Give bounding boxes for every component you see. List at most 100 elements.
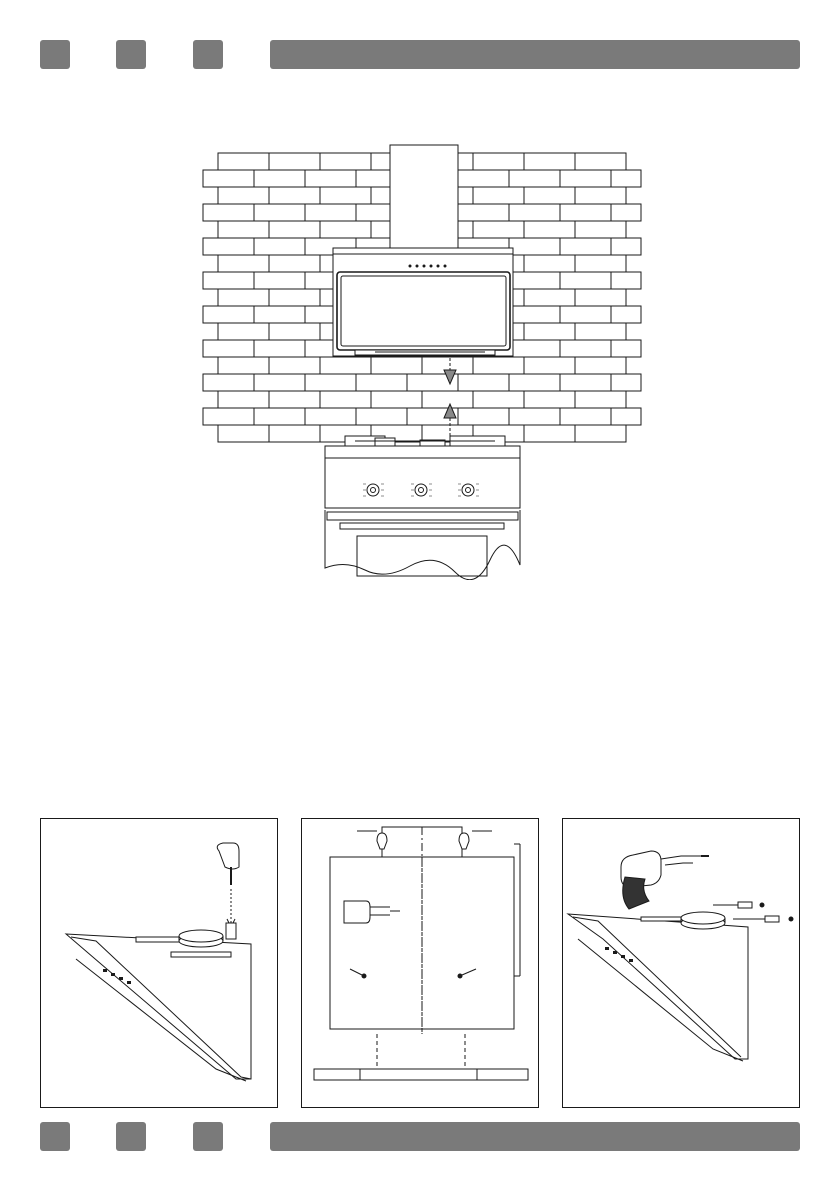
brick xyxy=(218,255,269,272)
brick xyxy=(320,357,371,374)
brick xyxy=(305,204,356,221)
brick xyxy=(356,408,407,425)
brick xyxy=(218,357,269,374)
brick xyxy=(524,221,575,238)
brick xyxy=(509,204,560,221)
brick xyxy=(218,289,269,306)
brick xyxy=(422,391,473,408)
brick xyxy=(473,221,524,238)
brick xyxy=(254,408,305,425)
brick xyxy=(611,408,641,425)
brick xyxy=(254,170,305,187)
brick xyxy=(371,391,422,408)
brick xyxy=(254,374,305,391)
brick xyxy=(269,221,320,238)
brick xyxy=(371,357,422,374)
brick xyxy=(218,187,269,204)
brick xyxy=(320,153,371,170)
brick xyxy=(509,306,560,323)
drilling-template-icon xyxy=(302,819,540,1109)
footer-title-bar xyxy=(270,1122,800,1151)
brick xyxy=(218,391,269,408)
brick xyxy=(254,204,305,221)
brick xyxy=(269,187,320,204)
brick xyxy=(575,255,626,272)
brick xyxy=(575,187,626,204)
brick xyxy=(509,272,560,289)
hood-installation-illustration xyxy=(195,140,645,580)
brick xyxy=(611,374,641,391)
brick xyxy=(575,289,626,306)
brick xyxy=(560,238,611,255)
brick xyxy=(611,170,641,187)
chimney-cover xyxy=(390,145,458,248)
footer-box-1 xyxy=(40,1122,70,1151)
brick xyxy=(458,374,509,391)
brick xyxy=(458,408,509,425)
brick xyxy=(524,289,575,306)
brick xyxy=(473,391,524,408)
brick xyxy=(560,340,611,357)
brick xyxy=(305,170,356,187)
brick xyxy=(458,204,509,221)
screw-fixing-icon xyxy=(41,819,279,1109)
brick xyxy=(203,204,254,221)
brick xyxy=(611,238,641,255)
brick xyxy=(524,357,575,374)
header-title-bar xyxy=(270,40,800,69)
brick xyxy=(254,340,305,357)
step-panel-3 xyxy=(562,818,800,1108)
brick xyxy=(305,374,356,391)
brick xyxy=(611,272,641,289)
brick xyxy=(560,374,611,391)
brick xyxy=(218,221,269,238)
brick xyxy=(218,425,269,442)
brick xyxy=(269,255,320,272)
brick xyxy=(320,391,371,408)
brick xyxy=(203,238,254,255)
brick xyxy=(473,187,524,204)
brick xyxy=(203,374,254,391)
brick xyxy=(509,374,560,391)
brick xyxy=(611,340,641,357)
brick xyxy=(203,306,254,323)
brick xyxy=(524,425,575,442)
brick xyxy=(269,391,320,408)
brick xyxy=(218,323,269,340)
brick xyxy=(524,323,575,340)
cooker xyxy=(325,446,520,580)
drill-and-plugs-icon xyxy=(563,819,801,1109)
step-panel-2 xyxy=(301,818,539,1108)
brick xyxy=(575,391,626,408)
brick xyxy=(254,272,305,289)
brick xyxy=(203,340,254,357)
brick xyxy=(269,289,320,306)
brick xyxy=(269,153,320,170)
brick xyxy=(458,170,509,187)
brick xyxy=(269,357,320,374)
brick xyxy=(218,153,269,170)
brick xyxy=(269,425,320,442)
brick xyxy=(269,323,320,340)
cooker-hood xyxy=(333,248,513,356)
brick xyxy=(524,187,575,204)
brick xyxy=(356,374,407,391)
brick xyxy=(509,238,560,255)
brick xyxy=(320,187,371,204)
brick xyxy=(524,391,575,408)
brick xyxy=(575,153,626,170)
footer-box-2 xyxy=(116,1122,146,1151)
brick xyxy=(320,221,371,238)
brick xyxy=(611,204,641,221)
brick xyxy=(305,408,356,425)
brick xyxy=(509,408,560,425)
brick xyxy=(560,204,611,221)
header-box-1 xyxy=(40,40,70,69)
brick xyxy=(203,408,254,425)
brick xyxy=(560,170,611,187)
brick xyxy=(509,340,560,357)
brick xyxy=(473,357,524,374)
brick xyxy=(203,272,254,289)
header-box-3 xyxy=(193,40,223,69)
brick xyxy=(254,306,305,323)
